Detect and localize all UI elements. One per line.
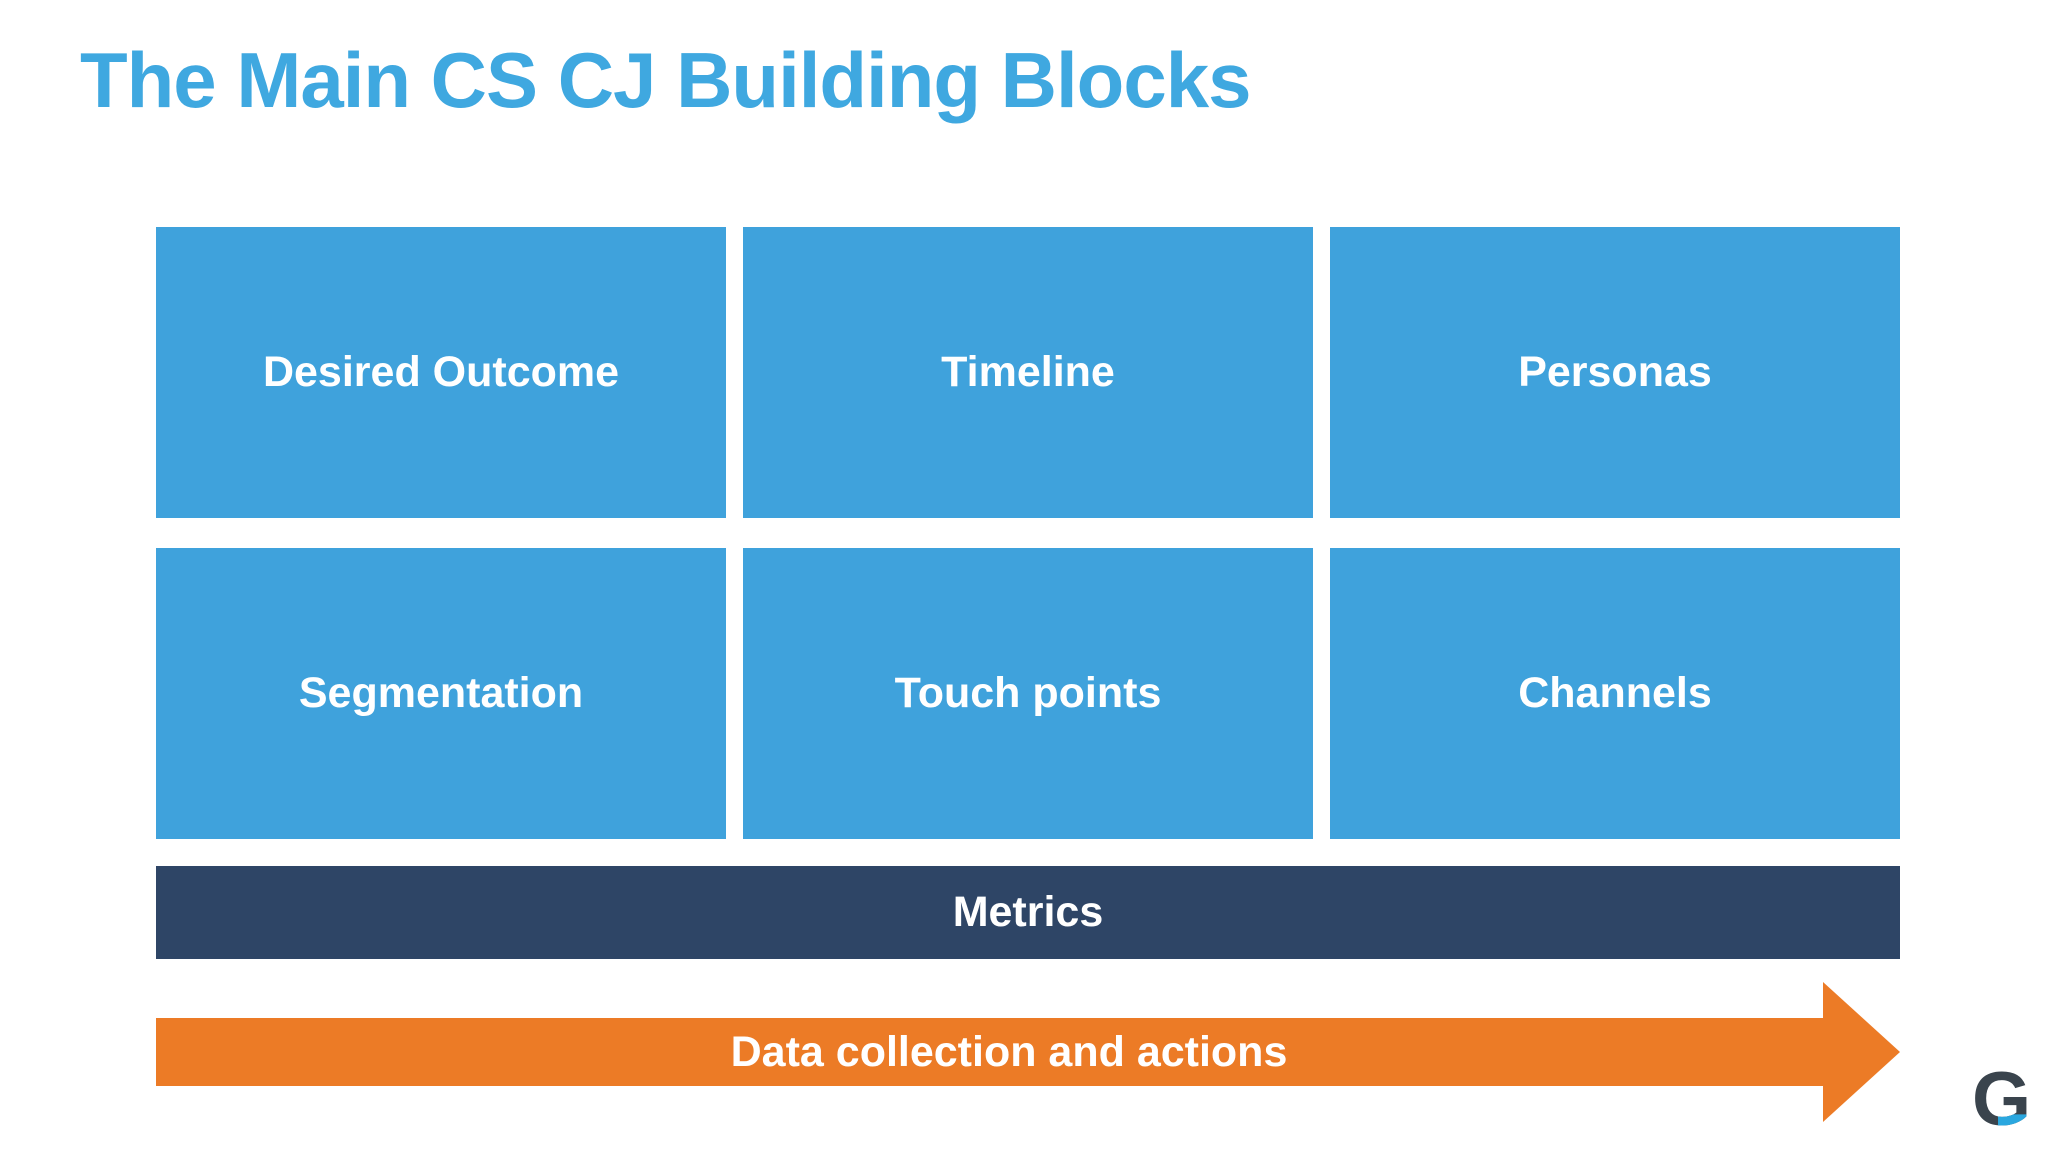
- block-label: Timeline: [941, 348, 1115, 396]
- block-desired-outcome: Desired Outcome: [156, 227, 726, 518]
- arrow-head-icon: [1823, 982, 1900, 1122]
- block-label: Segmentation: [298, 669, 584, 717]
- g-logo-letter: G: [1972, 1057, 2032, 1142]
- block-segmentation: Segmentation: [156, 548, 726, 839]
- block-label: Personas: [1518, 348, 1712, 396]
- g-logo: G G: [1972, 1060, 2038, 1140]
- slide-title: The Main CS CJ Building Blocks: [80, 36, 1251, 124]
- block-touch-points: Touch points: [743, 548, 1313, 839]
- block-label: Channels: [1518, 669, 1712, 717]
- metrics-bar-label: Metrics: [952, 888, 1104, 936]
- block-label: Touch points: [894, 669, 1162, 717]
- g-logo-accent: G: [1972, 1057, 2032, 1142]
- arrow-shaft: [156, 1018, 1823, 1086]
- block-timeline: Timeline: [743, 227, 1313, 518]
- block-label: Desired Outcome: [262, 348, 620, 396]
- block-channels: Channels: [1330, 548, 1900, 839]
- metrics-bar: Metrics: [156, 866, 1900, 959]
- block-personas: Personas: [1330, 227, 1900, 518]
- arrow-label: Data collection and actions: [730, 1028, 1288, 1076]
- data-collection-arrow: Data collection and actions: [156, 982, 1900, 1122]
